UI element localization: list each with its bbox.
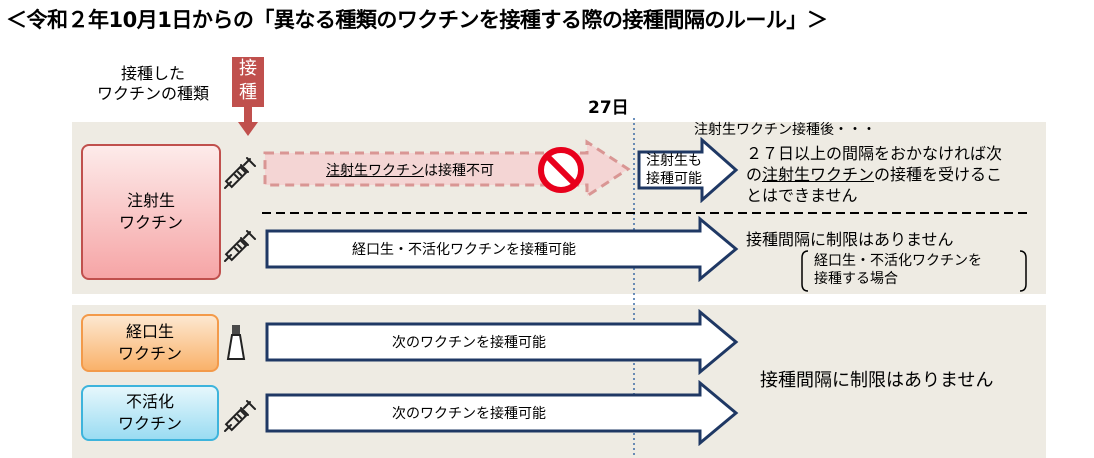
prohibited-icon: [538, 147, 584, 193]
forbidden-rest: は接種不可: [424, 163, 494, 179]
rule-line3: とはできません: [746, 186, 858, 205]
oral-vaccine-line1: 経口生: [125, 322, 174, 341]
inactivated-next-label: 次のワクチンを接種可能: [392, 406, 546, 422]
vaccine-type-header-line2: ワクチンの種類: [96, 84, 209, 103]
forbidden-vaccine-underlined: 注射生ワクチン: [326, 163, 424, 179]
inactivated-vaccine-box: 不活化 ワクチン: [81, 385, 219, 441]
rule-line2-underlined: 注射生ワクチン: [762, 165, 875, 184]
oral-inactivated-allowed-label: 経口生・不活化ワクチンを接種可能: [352, 242, 576, 258]
no-limit-note-1: 接種間隔に制限はありません: [746, 230, 954, 249]
injection-vaccine-line2: ワクチン: [118, 213, 183, 232]
rule-note: ２７日以上の間隔をおかなければ次 の注射生ワクチンの接種を受けるこ とはできませ…: [746, 143, 1046, 206]
inactivated-vaccine-line2: ワクチン: [117, 414, 182, 433]
rule-line1: ２７日以上の間隔をおかなければ次: [746, 144, 1003, 163]
inactivated-vaccine-line1: 不活化: [125, 392, 174, 411]
injection-allowed-line2: 接種可能: [646, 171, 702, 187]
injection-vaccine-box: 注射生 ワクチン: [81, 144, 221, 280]
down-arrow-icon: [238, 107, 258, 136]
injection-allowed-label: 注射生も 接種可能: [646, 152, 702, 188]
bracket-right: [1019, 250, 1027, 292]
oral-vaccine-box: 経口生 ワクチン: [81, 314, 219, 372]
bracket-note: 経口生・不活化ワクチンを 接種する場合: [814, 252, 982, 288]
day-27-label: 27日: [588, 98, 629, 118]
injection-allowed-line1: 注射生も: [646, 153, 702, 169]
oral-next-label: 次のワクチンを接種可能: [392, 335, 546, 351]
oral-next-arrow: [265, 309, 739, 375]
rule-line2-pre: の: [746, 165, 763, 184]
rule-line2-post: の接種を受けるこ: [874, 165, 1003, 184]
section-divider: [262, 212, 1030, 214]
oral-inactivated-allowed-arrow: [265, 216, 739, 282]
syringe-icon: [224, 230, 256, 262]
syringe-icon: [224, 400, 256, 432]
inject-label-line1: 接: [239, 58, 257, 79]
page-title: ＜令和２年10月1日からの「異なる種類のワクチンを接種する際の接種間隔のルール」…: [6, 8, 828, 32]
inject-label-box: 接 種: [232, 57, 264, 107]
forbidden-arrow: [263, 139, 631, 199]
injection-allowed-arrow: [637, 137, 739, 203]
day-27-line: [633, 118, 635, 458]
syringe-icon: [224, 157, 256, 189]
no-limit-note-2: 接種間隔に制限はありません: [760, 370, 994, 391]
inactivated-next-arrow: [265, 380, 739, 446]
vaccine-type-header-line1: 接種した: [120, 64, 185, 83]
bracket-line2: 接種する場合: [814, 271, 898, 287]
rule-line2: の注射生ワクチンの接種を受けるこ: [746, 164, 1046, 185]
vaccine-type-header: 接種した ワクチンの種類: [78, 64, 228, 104]
bottle-icon: [226, 325, 246, 360]
after-injection-note: 注射生ワクチン接種後・・・: [694, 122, 876, 138]
injection-vaccine-line1: 注射生: [126, 191, 175, 210]
oral-vaccine-line2: ワクチン: [117, 344, 182, 363]
bracket-line1: 経口生・不活化ワクチンを: [814, 253, 982, 269]
forbidden-arrow-label: 注射生ワクチンは接種不可: [326, 160, 494, 180]
inject-label-line2: 種: [239, 82, 257, 103]
bracket-left: [801, 250, 809, 292]
